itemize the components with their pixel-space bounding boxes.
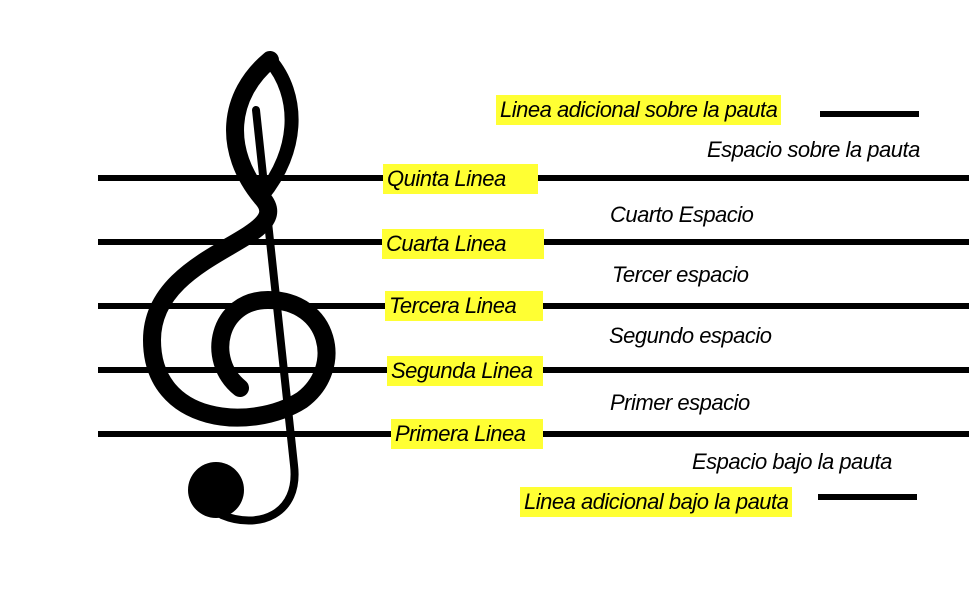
line-label-3: Tercera Linea (385, 291, 543, 321)
space-label-4: Cuarto Espacio (610, 202, 754, 227)
ledger-label-above: Linea adicional sobre la pauta (496, 95, 782, 125)
line-label-2: Segunda Linea (387, 356, 543, 386)
space-label-below: Espacio bajo la pauta (692, 449, 892, 474)
line-label-1: Primera Linea (391, 419, 543, 449)
line-label-4: Cuarta Linea (382, 229, 544, 259)
line-label-5: Quinta Linea (383, 164, 538, 194)
space-label-3: Tercer espacio (612, 262, 749, 287)
ledger-line-above (820, 111, 919, 117)
space-label-1: Primer espacio (610, 390, 750, 415)
space-label-above: Espacio sobre la pauta (707, 137, 920, 162)
ledger-label-below: Linea adicional bajo la pauta (520, 487, 793, 517)
space-label-2: Segundo espacio (609, 323, 772, 348)
ledger-line-below (818, 494, 917, 500)
